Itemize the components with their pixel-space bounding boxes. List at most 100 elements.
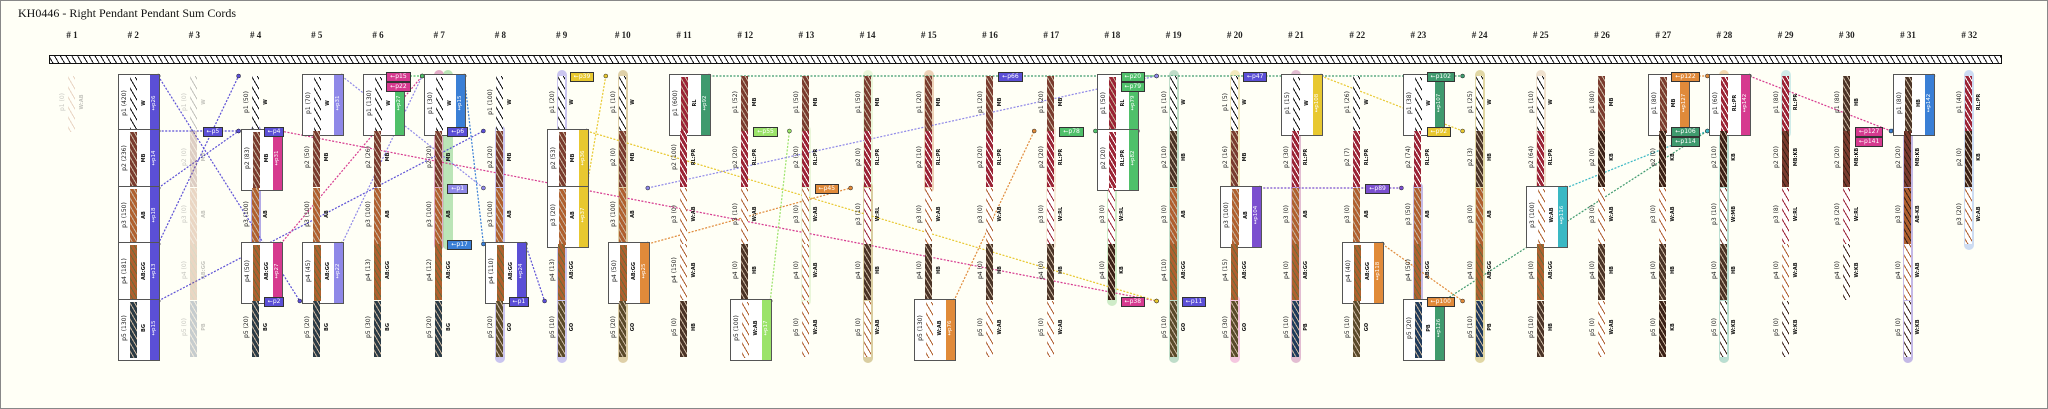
sum-tag[interactable]: ↔p104	[1251, 187, 1261, 247]
pendant-cord[interactable]: p5 (0)PB	[179, 299, 209, 359]
pendant-cord[interactable]: p3 (100)AB	[241, 186, 271, 246]
pendant-cord[interactable]: p1 (80)MB	[1587, 74, 1617, 134]
pendant-cord[interactable]: p2 (26)MB	[363, 129, 393, 189]
pendant-cord[interactable]: p1 (15)W↔p108	[1281, 74, 1323, 136]
pendant-cord[interactable]: p3 (10)W:MB	[1709, 186, 1739, 246]
sum-pointer[interactable]: ←p55	[753, 127, 778, 137]
pendant-cord[interactable]: p3 (100)AB	[363, 186, 393, 246]
sum-tag[interactable]: ↔p27	[395, 75, 404, 135]
sum-pointer[interactable]: ←p127	[1855, 127, 1884, 137]
pendant-cord[interactable]: p5 (30)BG	[363, 299, 393, 359]
pendant-cord[interactable]: p1 (80)MB↔p127	[1648, 74, 1691, 136]
pendant-cord[interactable]: p5 (20)GO	[608, 299, 638, 359]
pendant-cord[interactable]: p5 (10)HB	[1526, 299, 1556, 359]
sum-tag[interactable]: ↔p25	[639, 243, 649, 303]
pendant-cord[interactable]: p3 (0)W:RL	[1097, 186, 1127, 246]
sum-pointer[interactable]: ←p89	[1365, 184, 1390, 194]
pendant-cord[interactable]	[1097, 299, 1127, 359]
pendant-cord[interactable]: p5 (30)GO	[1220, 299, 1250, 359]
pendant-cord[interactable]: p2 (20)RL:PR↔p82	[1097, 129, 1140, 191]
pendant-cord[interactable]: p1 (10)W	[608, 74, 638, 134]
sum-pointer[interactable]: ←p5	[202, 127, 224, 137]
pendant-cord[interactable]: p2 (50)MB	[302, 129, 332, 189]
pendant-cord[interactable]: p5 (20)GO	[485, 299, 515, 359]
pendant-cord[interactable]: p5 (20)BG	[424, 299, 454, 359]
pendant-cord[interactable]: p5 (0)W:AB	[791, 299, 821, 359]
pendant-cord[interactable]: p2 (20)MB	[424, 129, 454, 189]
pendant-cord[interactable]: p2 (53)MB↔p36	[546, 129, 589, 191]
sum-tag[interactable]: ↔p17	[762, 300, 772, 360]
pendant-cord[interactable]: p3 (10)W:AB	[730, 186, 760, 246]
pendant-cord[interactable]: p3 (150)AB↔p18	[118, 186, 161, 248]
pendant-cord[interactable]: p2 (10)HB	[1159, 129, 1189, 189]
pendant-cord[interactable]: p4 (50)AB:GG↔p27	[240, 242, 283, 304]
pendant-cord[interactable]: p5 (0)KB	[1648, 299, 1678, 359]
sum-pointer[interactable]: ←p38	[1120, 297, 1146, 307]
sum-tag[interactable]: ↔p36	[578, 130, 588, 190]
pendant-cord[interactable]: p1 (80)RL:PR	[1771, 74, 1801, 134]
sum-pointer[interactable]: ←p47	[1243, 72, 1268, 82]
pendant-cord[interactable]: p5 (0)W:KB	[1771, 299, 1801, 359]
pendant-cord[interactable]: p1 (40)RL:PR	[1954, 74, 1984, 134]
pendant-cord[interactable]: p2 (20)RL:PR	[791, 129, 821, 189]
pendant-cord[interactable]: p4 (181)AB:GG↔p13	[118, 242, 161, 304]
pendant-cord[interactable]: p3 (20)W:RL	[1832, 186, 1862, 246]
pendant-cord[interactable]: p2 (0)RL:PR	[853, 129, 883, 189]
pendant-cord[interactable]: p2 (3)HB	[1465, 129, 1495, 189]
pendant-cord[interactable]: p4 (13)AB:GG	[363, 242, 393, 302]
pendant-cord[interactable]: p3 (0)AB	[1465, 186, 1495, 246]
pendant-cord[interactable]: p4 (45)AB:GG↔p22	[301, 242, 344, 304]
sum-tag[interactable]: ↔p15	[150, 300, 160, 360]
pendant-cord[interactable]: p4 (0)AB:GG	[1281, 242, 1311, 302]
pendant-cord[interactable]: p2 (20)MB:KB	[1771, 129, 1801, 189]
pendant-cord[interactable]: p2 (0)KB	[1587, 129, 1617, 189]
sum-pointer[interactable]: ←p122	[1671, 72, 1700, 82]
sum-tag[interactable]: ↔p127	[1680, 75, 1690, 135]
pendant-cord[interactable]: p2 (64)RL:PR	[1526, 129, 1556, 189]
sum-tag[interactable]: ↔p142	[1925, 75, 1934, 135]
pendant-cord[interactable]: p1 (50)MB	[853, 74, 883, 134]
pendant-cord[interactable]: p1 (50)MB	[791, 74, 821, 134]
pendant-cord[interactable]: p1 (0)W	[179, 74, 209, 134]
sum-tag[interactable]: ↔p142	[1741, 75, 1751, 135]
pendant-cord[interactable]: p1 (80)HB↔p142	[1893, 74, 1935, 136]
pendant-cord[interactable]: p1 (600)RL↔p92	[669, 74, 711, 136]
pendant-cord[interactable]: p4 (0)HB	[853, 242, 883, 302]
pendant-cord[interactable]: p4 (0)HB	[730, 242, 760, 302]
pendant-cord[interactable]: p3 (100)AB	[485, 186, 515, 246]
sum-pointer[interactable]: ←p1	[508, 297, 530, 307]
pendant-cord[interactable]: p1 (5)W	[1220, 74, 1250, 134]
pendant-cord[interactable]: p1 (50)W	[241, 74, 271, 134]
pendant-cord[interactable]: p4 (0)AB:GG	[1526, 242, 1556, 302]
pendant-cord[interactable]: p2 (20)RL:PR	[1036, 129, 1066, 189]
pendant-cord[interactable]: p1 (60)RL:PR↔p142	[1709, 74, 1752, 136]
sum-pointer[interactable]: ←p79	[1120, 82, 1146, 92]
sum-pointer[interactable]: ←p78	[1059, 127, 1084, 137]
pendant-cord[interactable]: p1 (20)MB	[914, 74, 944, 134]
pendant-cord[interactable]: p4 (0)HB	[1648, 242, 1678, 302]
sum-tag[interactable]: ↔p37	[578, 187, 588, 247]
pendant-cord[interactable]: p4 (0)W:AB	[1771, 242, 1801, 302]
pendant-cord[interactable]: p2 (0)MB	[179, 129, 209, 189]
pendant-cord[interactable]: p3 (0)AB	[1281, 186, 1311, 246]
pendant-cord[interactable]: p3 (8)W:RL	[1771, 186, 1801, 246]
pendant-cord[interactable]: p1 (70)W↔p31	[301, 74, 344, 136]
pendant-cord[interactable]: p1 (10)W	[1159, 74, 1189, 134]
pendant-cord[interactable]: p4 (12)AB:GG	[424, 242, 454, 302]
sum-pointer[interactable]: ←p22	[386, 82, 411, 92]
pendant-cord[interactable]: p3 (10)W:RL	[853, 186, 883, 246]
pendant-cord[interactable]: p1 (30)W↔p15	[424, 74, 467, 136]
pendant-cord[interactable]: p3 (0)W:AB	[1648, 186, 1678, 246]
sum-tag[interactable]: ↔p107	[1435, 75, 1445, 135]
pendant-cord[interactable]: p5 (10)GO	[1159, 299, 1189, 359]
pendant-cord[interactable]: p4 (0)W:AB	[791, 242, 821, 302]
pendant-cord[interactable]: p3 (0)W:RL	[1036, 186, 1066, 246]
pendant-cord[interactable]: p3 (0)W:AB	[791, 186, 821, 246]
sum-tag[interactable]: ↔p116	[1557, 187, 1567, 247]
pendant-cord[interactable]: p2 (20)RL:PR	[730, 129, 760, 189]
sum-pointer[interactable]: ←p17	[447, 240, 472, 250]
pendant-cord[interactable]	[57, 299, 87, 359]
pendant-cord[interactable]: p4 (0)HB	[1036, 242, 1066, 302]
pendant-cord[interactable]: p1 (20)MB	[1036, 74, 1066, 134]
sum-pointer[interactable]: ←p20	[1120, 72, 1146, 82]
